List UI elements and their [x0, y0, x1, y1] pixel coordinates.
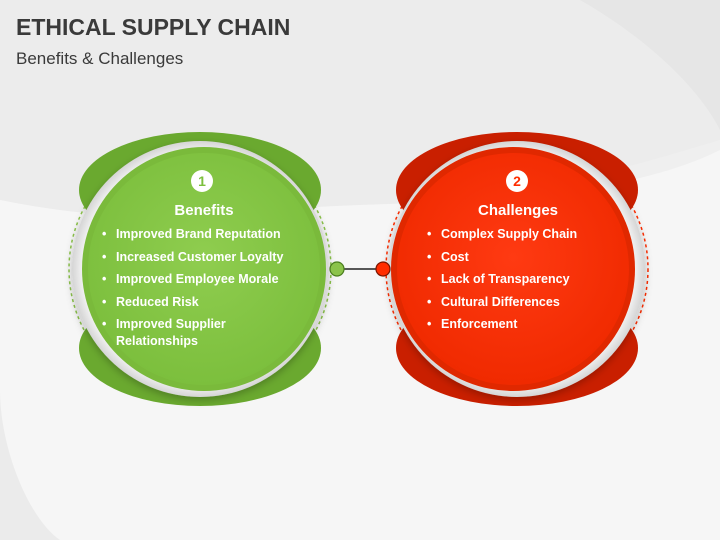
benefits-list-item: Reduced Risk [102, 294, 302, 311]
challenges-list-item: Enforcement [427, 316, 627, 333]
benefits-list-item: Improved Employee Morale [102, 271, 302, 288]
benefits-list: Improved Brand Reputation Increased Cust… [102, 226, 302, 356]
challenges-list-item: Cost [427, 249, 627, 266]
page-subtitle: Benefits & Challenges [16, 49, 184, 68]
benefits-list-item: Improved Supplier Relationships [102, 316, 266, 350]
page-title: ETHICAL SUPPLY CHAIN [16, 14, 291, 40]
challenges-list-item: Complex Supply Chain [427, 226, 627, 243]
benefits-list-item: Increased Customer Loyalty [102, 249, 302, 266]
benefits-list-item: Improved Brand Reputation [102, 226, 302, 243]
benefits-number-badge: 1 [191, 170, 213, 192]
challenges-number-badge: 2 [506, 170, 528, 192]
challenges-list-item: Lack of Transparency [427, 271, 627, 288]
challenges-list-item: Cultural Differences [427, 294, 627, 311]
challenges-heading: Challenges [477, 202, 559, 219]
challenges-list: Complex Supply Chain Cost Lack of Transp… [427, 226, 627, 339]
benefits-heading: Benefits [174, 202, 234, 219]
